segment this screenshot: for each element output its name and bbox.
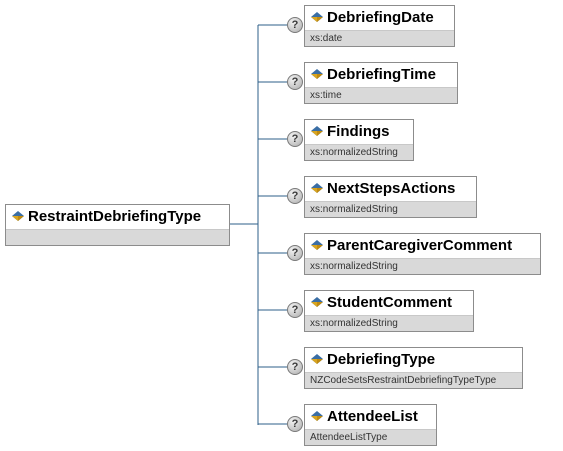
element-diamond-icon (12, 211, 24, 221)
child-element-nextstepsactions[interactable]: NextStepsActions xs:normalizedString (304, 176, 477, 218)
child-element-debriefingdate[interactable]: DebriefingDate xs:date (304, 5, 455, 47)
optional-question-icon[interactable]: ? (287, 74, 303, 90)
element-diamond-icon (311, 297, 323, 307)
element-name: DebriefingType (327, 350, 436, 368)
optional-question-icon[interactable]: ? (287, 302, 303, 318)
element-diamond-icon (311, 411, 323, 421)
element-type: xs:normalizedString (305, 258, 540, 274)
root-element-type (6, 229, 229, 245)
child-element-attendeelist[interactable]: AttendeeList AttendeeListType (304, 404, 437, 446)
optional-question-icon[interactable]: ? (287, 416, 303, 432)
optional-question-icon[interactable]: ? (287, 245, 303, 261)
optional-question-icon[interactable]: ? (287, 131, 303, 147)
element-name: AttendeeList (327, 407, 418, 425)
element-name: Findings (327, 122, 390, 140)
child-element-debriefingtime[interactable]: DebriefingTime xs:time (304, 62, 458, 104)
element-diamond-icon (311, 126, 323, 136)
optional-question-icon[interactable]: ? (287, 359, 303, 375)
element-diamond-icon (311, 69, 323, 79)
element-type: xs:date (305, 30, 454, 46)
element-diamond-icon (311, 12, 323, 22)
root-element-box[interactable]: RestraintDebriefingType (5, 204, 230, 246)
element-diamond-icon (311, 183, 323, 193)
element-type: xs:normalizedString (305, 315, 473, 331)
element-type: xs:normalizedString (305, 144, 413, 160)
optional-question-icon[interactable]: ? (287, 188, 303, 204)
element-type: AttendeeListType (305, 429, 436, 445)
element-name: DebriefingDate (327, 8, 434, 26)
child-element-debriefingtype[interactable]: DebriefingType NZCodeSetsRestraintDebrie… (304, 347, 523, 389)
optional-question-icon[interactable]: ? (287, 17, 303, 33)
element-diamond-icon (311, 240, 323, 250)
root-element-name: RestraintDebriefingType (28, 207, 202, 225)
element-type: NZCodeSetsRestraintDebriefingTypeType (305, 372, 522, 388)
element-type: xs:normalizedString (305, 201, 476, 217)
element-name: StudentComment (327, 293, 452, 311)
child-element-studentcomment[interactable]: StudentComment xs:normalizedString (304, 290, 474, 332)
element-diamond-icon (311, 354, 323, 364)
element-name: NextStepsActions (327, 179, 456, 197)
child-element-findings[interactable]: Findings xs:normalizedString (304, 119, 414, 161)
element-name: ParentCaregiverComment (327, 236, 513, 254)
element-name: DebriefingTime (327, 65, 436, 83)
child-element-parentcaregivercomment[interactable]: ParentCaregiverComment xs:normalizedStri… (304, 233, 541, 275)
element-type: xs:time (305, 87, 457, 103)
